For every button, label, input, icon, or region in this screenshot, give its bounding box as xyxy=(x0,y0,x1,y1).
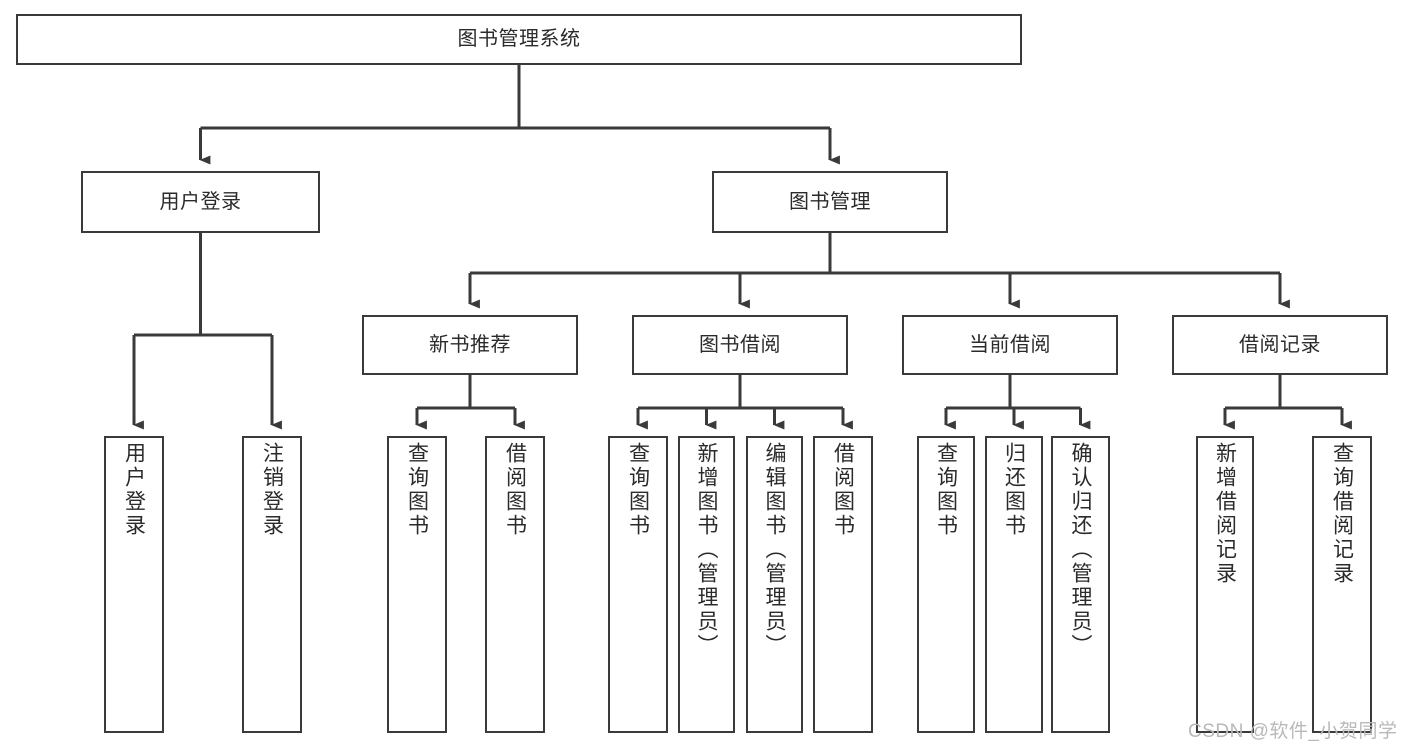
node-label: 用户登录 xyxy=(159,190,242,213)
node-label: 图书管理系统 xyxy=(457,28,581,50)
node-current-borrow: 当前借阅 xyxy=(902,315,1118,375)
node-label: 借阅记录 xyxy=(1239,333,1321,356)
node-label: 借阅图书 xyxy=(503,442,527,538)
node-label: 查询借阅记录 xyxy=(1330,442,1354,586)
node-label: 用户登录 xyxy=(122,442,146,538)
node-leaf-add-borrow-record: 新增借阅记录 xyxy=(1196,436,1254,733)
node-label: 借阅图书 xyxy=(831,442,855,538)
node-book-management: 图书管理 xyxy=(712,171,948,233)
node-leaf-query-book-recommend: 查询图书 xyxy=(387,436,447,733)
node-label: 新书推荐 xyxy=(429,333,511,356)
node-leaf-user-login: 用户登录 xyxy=(104,436,164,733)
node-label: 图书管理 xyxy=(789,190,871,213)
node-book-borrow: 图书借阅 xyxy=(632,315,848,375)
node-label: 新增借阅记录 xyxy=(1213,442,1237,586)
node-label: 注销登录 xyxy=(260,442,284,538)
node-label: 新增图书（管理员） xyxy=(695,442,718,658)
node-borrow-record: 借阅记录 xyxy=(1172,315,1388,375)
watermark-text: CSDN @软件_小贺同学 xyxy=(1188,721,1398,742)
node-label: 编辑图书（管理员） xyxy=(763,442,786,658)
node-label: 图书借阅 xyxy=(699,333,781,356)
node-user-login: 用户登录 xyxy=(81,171,320,233)
node-label: 查询图书 xyxy=(934,442,958,538)
node-new-book-recommend: 新书推荐 xyxy=(362,315,578,375)
node-leaf-query-book-current: 查询图书 xyxy=(917,436,975,733)
node-label: 归还图书 xyxy=(1002,442,1026,538)
node-leaf-borrow-book-recommend: 借阅图书 xyxy=(485,436,545,733)
node-leaf-add-book-admin: 新增图书（管理员） xyxy=(678,436,735,733)
node-label: 当前借阅 xyxy=(969,333,1051,356)
node-leaf-borrow-book: 借阅图书 xyxy=(813,436,873,733)
node-leaf-return-book: 归还图书 xyxy=(985,436,1043,733)
node-leaf-query-borrow-record: 查询借阅记录 xyxy=(1312,436,1372,733)
node-root: 图书管理系统 xyxy=(16,14,1022,65)
node-label: 查询图书 xyxy=(626,442,650,538)
node-leaf-confirm-return-admin: 确认归还（管理员） xyxy=(1051,436,1110,733)
node-leaf-logout-login: 注销登录 xyxy=(242,436,302,733)
node-label: 确认归还（管理员） xyxy=(1069,442,1092,658)
node-label: 查询图书 xyxy=(405,442,429,538)
node-leaf-query-book-borrow: 查询图书 xyxy=(608,436,668,733)
node-leaf-edit-book-admin: 编辑图书（管理员） xyxy=(746,436,803,733)
